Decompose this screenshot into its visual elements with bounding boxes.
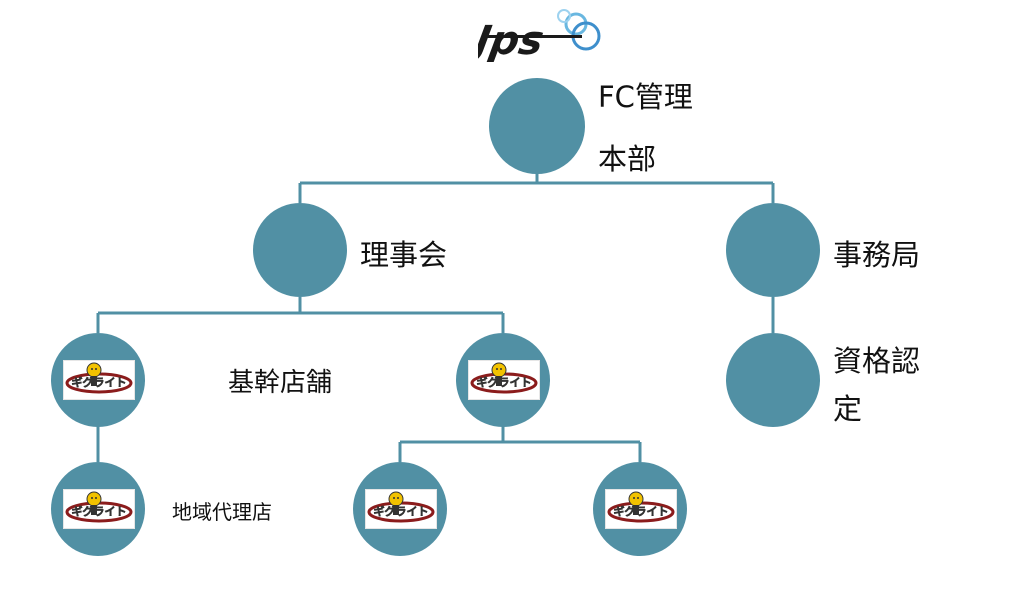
- gig-light-badge: ギグライト: [365, 489, 437, 529]
- store-node-left: ギグライト: [51, 333, 145, 427]
- regional-agent-label: 地域代理店: [172, 500, 272, 524]
- gig-light-badge: ギグライト: [605, 489, 677, 529]
- hq-label-line1: FC管理: [598, 80, 693, 114]
- certification-node: [726, 333, 820, 427]
- store-node-right: ギグライト: [456, 333, 550, 427]
- connector-store-right-to-agents: [398, 426, 642, 462]
- gig-light-badge-art: ギグライト: [470, 362, 538, 394]
- gig-light-badge-text: ギグライト: [614, 504, 669, 518]
- gig-light-badge: ギグライト: [63, 489, 135, 529]
- connector-board-to-stores: [96, 297, 505, 333]
- core-store-label: 基幹店舗: [228, 368, 333, 398]
- certification-label-line2: 定: [833, 392, 863, 426]
- gig-light-badge-art: ギグライト: [367, 491, 435, 523]
- gig-light-badge-art: ギグライト: [65, 362, 133, 394]
- hq-node: [489, 78, 585, 174]
- office-label: 事務局: [833, 238, 921, 272]
- jps-logo: Jps: [478, 9, 601, 62]
- gig-light-badge-text: ギグライト: [72, 504, 127, 518]
- gig-light-badge: ギグライト: [63, 360, 135, 400]
- gig-light-badge-text: ギグライト: [477, 375, 532, 389]
- jps-logo-text: Jps: [478, 17, 547, 62]
- board-node: [253, 203, 347, 297]
- gig-light-badge-text: ギグライト: [374, 504, 429, 518]
- office-node: [726, 203, 820, 297]
- gig-light-badge: ギグライト: [468, 360, 540, 400]
- agent-node-right: ギグライト: [593, 462, 687, 556]
- hq-label-line2: 本部: [598, 142, 657, 176]
- agent-node-middle: ギグライト: [353, 462, 447, 556]
- connector-hq-to-level2: [298, 170, 775, 203]
- agent-node-left: ギグライト: [51, 462, 145, 556]
- gig-light-badge-art: ギグライト: [65, 491, 133, 523]
- board-label: 理事会: [360, 238, 448, 272]
- certification-label-line1: 資格認: [833, 344, 921, 378]
- gig-light-badge-art: ギグライト: [607, 491, 675, 523]
- gig-light-badge-text: ギグライト: [72, 375, 127, 389]
